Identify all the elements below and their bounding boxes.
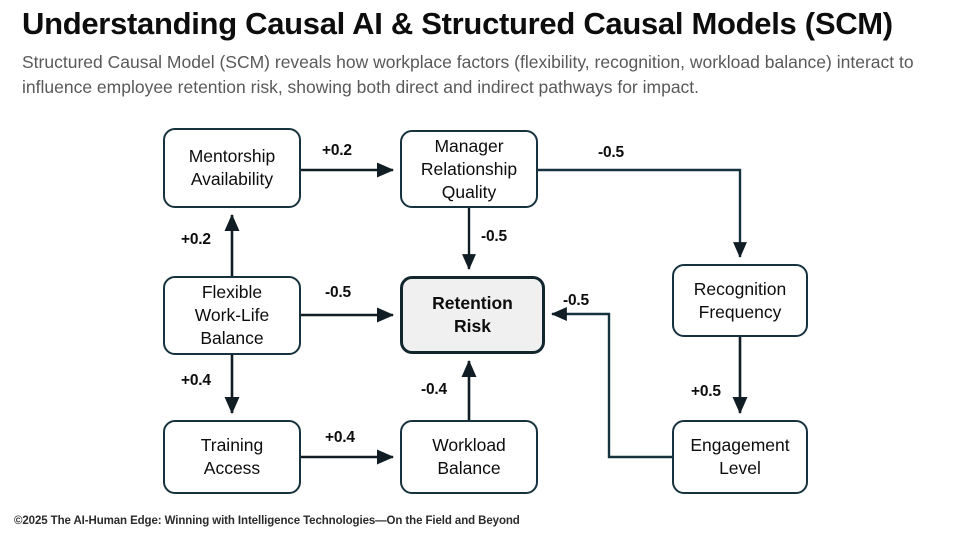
edge-label-workload-retention: -0.4 [421, 381, 447, 398]
node-recognition-frequency[interactable]: Recognition Frequency [672, 264, 808, 337]
node-training-access[interactable]: Training Access [163, 420, 301, 494]
edge-label-manager-recognition: -0.5 [598, 144, 624, 161]
page-title: Understanding Causal AI & Structured Cau… [22, 6, 893, 41]
edge-label-engagement-retention: -0.5 [563, 292, 589, 309]
edge-manager-recognition [538, 168, 747, 258]
node-mentorship-availability[interactable]: Mentorship Availability [163, 128, 301, 208]
edge-label-training-workload: +0.4 [325, 429, 355, 446]
edge-label-flexible-mentorship: +0.2 [181, 231, 211, 248]
edge-label-mentorship-manager: +0.2 [322, 142, 352, 159]
edge-label-flexible-retention: -0.5 [325, 284, 351, 301]
page-subtitle: Structured Causal Model (SCM) reveals ho… [22, 52, 914, 97]
edge-label-recognition-engagement: +0.5 [691, 383, 721, 400]
node-retention-risk[interactable]: Retention Risk [400, 276, 545, 354]
edge-engagement-retention [551, 307, 672, 459]
edge-label-manager-retention: -0.5 [481, 228, 507, 245]
copyright-footer: ©2025 The AI-Human Edge: Winning with In… [14, 515, 520, 527]
node-engagement-level[interactable]: Engagement Level [672, 420, 808, 494]
node-flexible-work-life-balance[interactable]: Flexible Work-Life Balance [163, 276, 301, 355]
edge-label-flexible-training: +0.4 [181, 372, 211, 389]
node-workload-balance[interactable]: Workload Balance [400, 420, 538, 494]
node-manager-relationship-quality[interactable]: Manager Relationship Quality [400, 130, 538, 208]
